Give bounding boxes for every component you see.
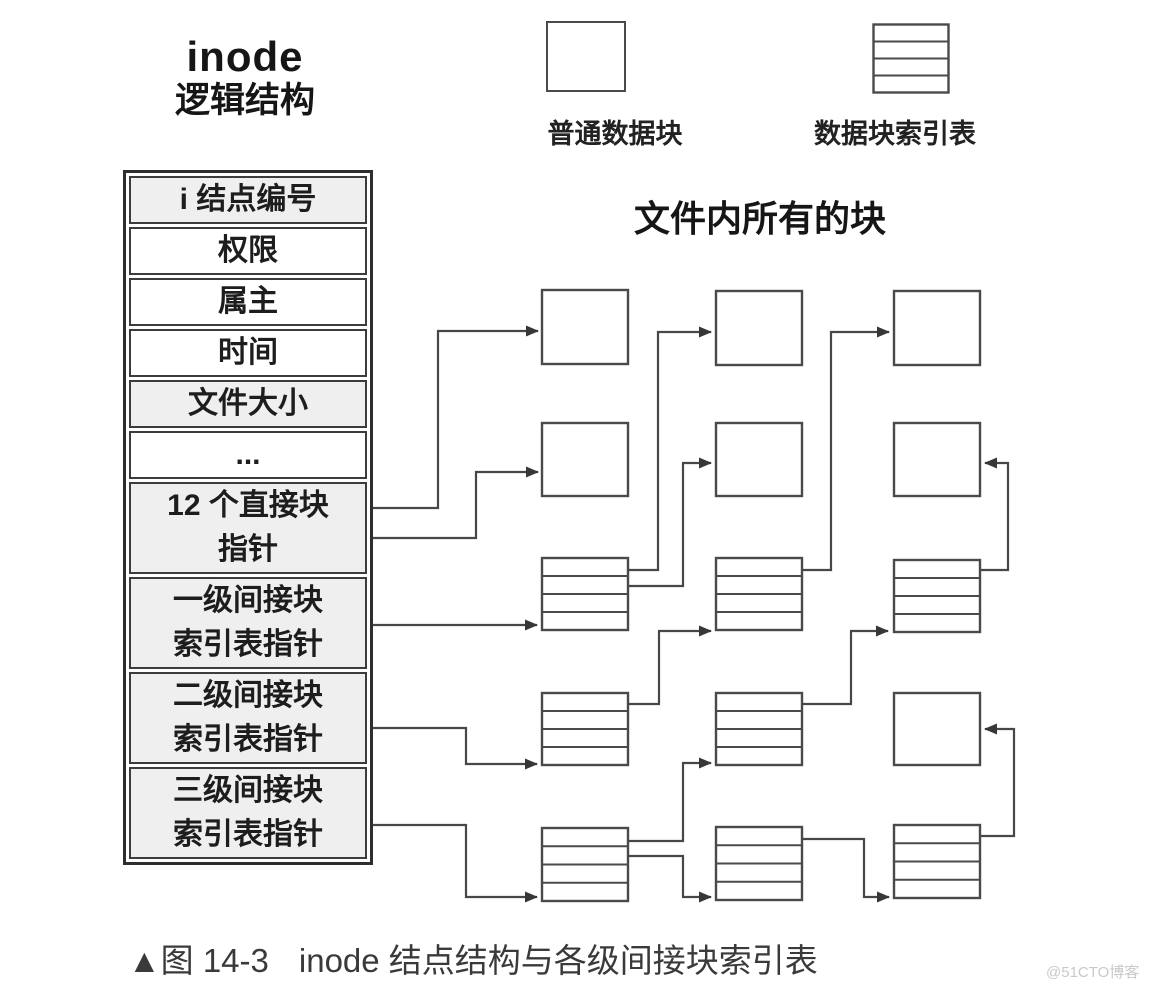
arrow-tbl-triple-1-to-tbl-triple-2a: [628, 757, 712, 843]
arrow-tbl-triple-2a-to-tbl-triple-3a: [802, 625, 889, 706]
index-table-tbl-triple-3b: [892, 823, 982, 900]
inode-row-4: 时间: [129, 329, 367, 377]
arrow-inode-direct-ptr-to-blk-direct-1: [373, 325, 539, 510]
inode-row-8: 一级间接块 索引表指针: [129, 577, 367, 669]
arrow-tbl-triple-3a-to-blk-triple-a: [980, 457, 1010, 572]
data-block-blk-single-2: [714, 421, 804, 498]
diagram-title: 文件内所有的块: [633, 198, 886, 239]
index-table-tbl-single: [540, 556, 630, 632]
index-table-tbl-double-2: [714, 556, 804, 632]
arrow-inode-triple-ptr-to-tbl-triple-1: [373, 823, 538, 903]
index-table-tbl-triple-1: [540, 826, 630, 903]
index-table-tbl-triple-3a: [892, 558, 982, 634]
watermark: @51CTO博客: [1046, 964, 1140, 981]
arrow-inode-direct-ptr-to-blk-direct-2: [373, 466, 539, 540]
inode-row-2: 权限: [129, 227, 367, 275]
arrow-tbl-double-2-to-blk-double-1: [802, 326, 890, 572]
data-block-blk-single-1: [714, 289, 804, 367]
index-table-legend-icon: [872, 23, 950, 94]
arrow-tbl-single-to-blk-single-1: [628, 326, 712, 572]
inode-row-1: i 结点编号: [129, 176, 367, 224]
arrow-tbl-triple-1-to-tbl-triple-2b: [628, 854, 712, 903]
data-block-legend-label: 普通数据块: [547, 119, 683, 149]
arrow-inode-double-ptr-to-tbl-double-1: [373, 726, 538, 770]
inode-title-line2: 逻辑结构: [174, 81, 315, 120]
inode-title: inode 逻辑结构: [110, 34, 380, 122]
inode-title-line1: inode: [186, 33, 304, 80]
inode-row-3: 属主: [129, 278, 367, 326]
arrow-tbl-double-1-to-tbl-double-2: [628, 625, 712, 706]
data-block-blk-double-1: [892, 289, 982, 367]
arrow-tbl-single-to-blk-single-2: [628, 457, 712, 588]
inode-row-10: 三级间接块 索引表指针: [129, 767, 367, 859]
index-table-tbl-double-1: [540, 691, 630, 767]
data-block-legend-icon: [546, 21, 626, 92]
inode-row-6: ...: [129, 431, 367, 479]
data-block-blk-direct-1: [540, 288, 630, 366]
index-table-legend-label: 数据块索引表: [814, 119, 976, 149]
arrow-tbl-triple-3b-to-blk-triple-b: [980, 723, 1016, 838]
inode-row-9: 二级间接块 索引表指针: [129, 672, 367, 764]
index-table-tbl-triple-2b: [714, 825, 804, 902]
data-block-blk-direct-2: [540, 421, 630, 498]
inode-row-7: 12 个直接块 指针: [129, 482, 367, 574]
arrow-tbl-triple-2b-to-tbl-triple-3b: [802, 837, 890, 903]
data-block-blk-triple-b: [892, 691, 982, 767]
index-table-tbl-triple-2a: [714, 691, 804, 767]
inode-table: i 结点编号权限属主时间文件大小...12 个直接块 指针一级间接块 索引表指针…: [123, 170, 373, 865]
inode-row-5: 文件大小: [129, 380, 367, 428]
data-block-blk-triple-a: [892, 421, 982, 498]
figure-caption-text: inode 结点结构与各级间接块索引表: [298, 942, 818, 979]
figure-caption: ▲图 14-3 inode 结点结构与各级间接块索引表: [128, 934, 818, 982]
figure-caption-label: ▲图 14-3: [128, 942, 269, 979]
